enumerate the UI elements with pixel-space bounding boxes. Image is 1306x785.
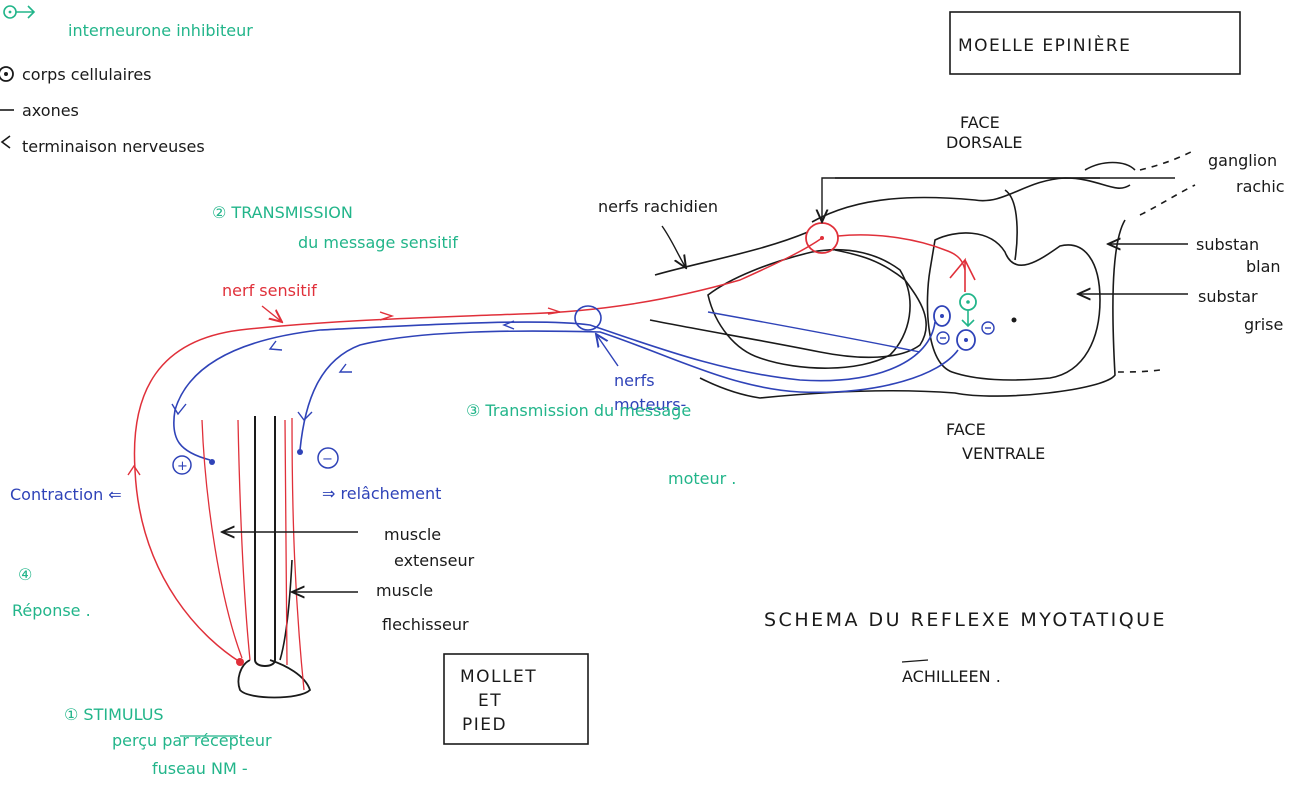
flechisseur-label-line1: muscle [376, 581, 433, 600]
white-matter-label-line1: substan [1196, 235, 1259, 254]
extenseur-label-line2: extenseur [394, 551, 475, 570]
step3-line2: moteur . [668, 469, 736, 488]
motor-nerve-flexor [300, 331, 958, 450]
motor-nerve-extensor [174, 322, 935, 460]
legend-interneurone: interneurone inhibiteur [68, 21, 253, 40]
legend-terminaisons: terminaison nerveuses [22, 137, 205, 156]
step1-line3: fuseau NM - [152, 759, 248, 778]
ganglion-label-line1: ganglion [1208, 151, 1277, 170]
nerf-sensitif-label: nerf sensitif [222, 281, 317, 300]
white-matter-label-line2: blan [1246, 257, 1281, 276]
svg-text:+: + [177, 459, 188, 474]
cell-body-legend-icon [0, 67, 13, 81]
white-matter-border [927, 233, 1100, 380]
face-dorsale-line1: FACE [960, 113, 1000, 132]
mollet-line2: ET [478, 691, 502, 711]
central-canal [1012, 318, 1017, 323]
extenseur-label-line1: muscle [384, 525, 441, 544]
mollet-line3: PIED [462, 715, 507, 735]
flechisseur-label-line2: flechisseur [382, 615, 469, 634]
ganglion-label-line2: rachic [1236, 177, 1285, 196]
receptor-dot [236, 658, 244, 666]
step3-line1: ③ Transmission du message [466, 401, 691, 420]
face-ventrale-line2: VENTRALE [962, 444, 1045, 463]
step1-line1: ① STIMULUS [64, 705, 164, 724]
step2-line2: du message sensitif [298, 233, 458, 252]
interneurone-icon [960, 294, 976, 326]
dorsal-root-upper [1005, 190, 1017, 260]
terminal-legend-icon [2, 136, 10, 148]
legend-axones: axones [22, 101, 79, 120]
step1-line2: perçu par récepteur [112, 731, 272, 750]
dorsal-root-lower [1085, 163, 1135, 171]
schema-title-line1: SCHEMA DU REFLEXE MYOTATIQUE [764, 609, 1167, 631]
face-dorsale-line2: DORSALE [946, 133, 1022, 152]
tibia-bone [255, 416, 275, 660]
moelle-box: MOELLE EPINIÈRE [950, 12, 1240, 74]
relachement-label: ⇒ relâchement [322, 484, 441, 503]
calf-muscle-flexor [285, 418, 304, 690]
mollet-box: MOLLET ET PIED [444, 654, 588, 744]
face-ventrale-line1: FACE [946, 420, 986, 439]
moelle-title: MOELLE EPINIÈRE [958, 34, 1131, 56]
mollet-line1: MOLLET [460, 667, 537, 687]
spinal-cord-outline [700, 178, 1130, 398]
spinal-cord [650, 150, 1195, 398]
grey-matter-label-line2: grise [1244, 315, 1283, 334]
grey-matter-neurons [934, 260, 994, 350]
step2-line1: ② TRANSMISSION [212, 203, 353, 222]
leg-drawing [202, 416, 310, 698]
interneurone-legend-icon [4, 6, 34, 18]
nerfs-moteurs-line1: nerfs [614, 371, 655, 390]
legend: interneurone inhibiteur corps cellulaire… [0, 6, 253, 156]
nerfs-rachidien-label: nerfs rachidien [598, 197, 718, 216]
heel-bone [238, 660, 310, 698]
plus-sign-icon: + [173, 456, 191, 474]
contraction-label: Contraction ⇐ [10, 485, 122, 504]
minus-sign-icon: − [318, 448, 338, 468]
step4-number: ④ [18, 565, 32, 584]
step4-label: Réponse . [12, 601, 91, 620]
calf-muscle-extensor [202, 420, 250, 660]
schema-title-line2: ACHILLEEN . [902, 667, 1001, 686]
grey-matter-label-line1: substar [1198, 287, 1258, 306]
legend-corps: corps cellulaires [22, 65, 152, 84]
svg-text:−: − [322, 452, 333, 467]
